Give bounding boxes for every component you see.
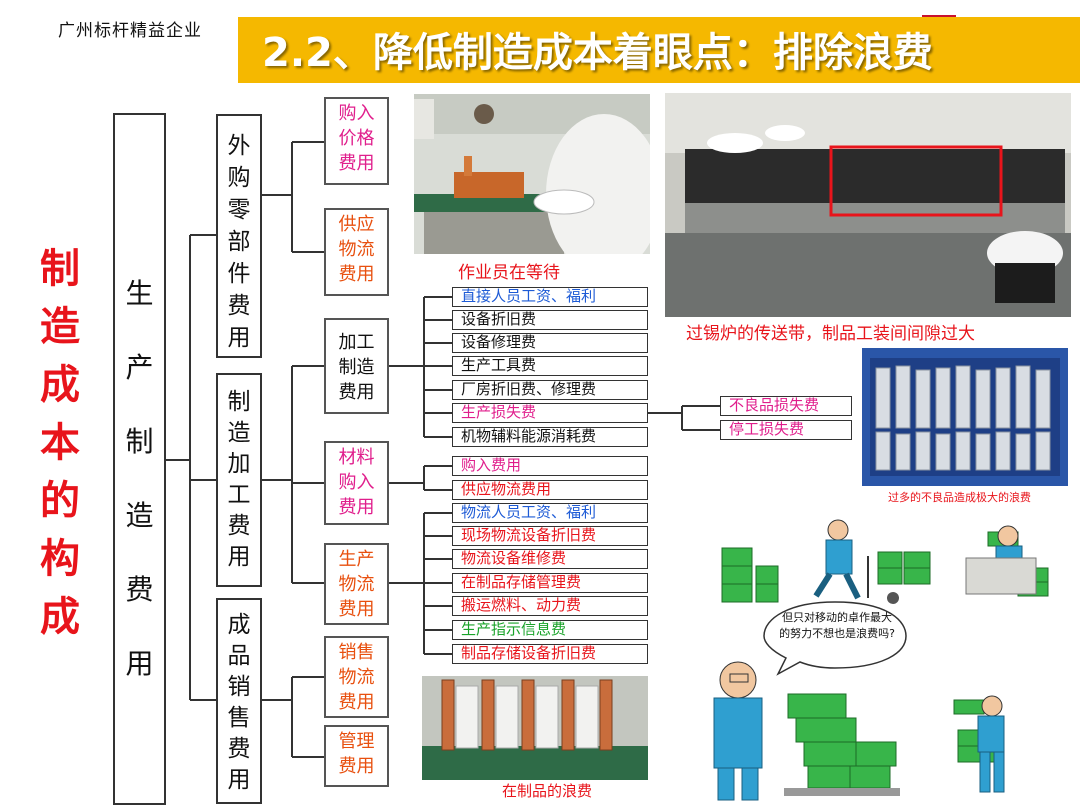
level1-label: 生产制造费用 — [115, 257, 164, 701]
level3-box-management: 管理费用 — [324, 725, 389, 787]
level2-box-purchase: 外购零部件费用 — [216, 114, 262, 358]
level3-box-materials: 材料购入费用 — [324, 441, 389, 525]
caption-wip: 在制品的浪费 — [502, 780, 592, 801]
company-name: 广州标杆精益企业 — [58, 16, 202, 41]
photo-worker-waiting — [414, 94, 650, 254]
caption-waiting: 作业员在等待 — [458, 258, 560, 283]
level2-label-manufacturing: 制造加工费用 — [218, 387, 260, 573]
cartoon-carrying-boxes — [718, 508, 1060, 608]
level3-box-sales-logistics: 销售物流费用 — [324, 636, 389, 718]
logistics-item: 制品存储设备折旧费 — [452, 644, 648, 664]
cartoon-thinking-worker — [696, 654, 1070, 804]
processing-item: 生产损失费 — [452, 403, 648, 423]
loss-item: 不良品损失费 — [720, 396, 852, 416]
processing-item: 设备修理费 — [452, 333, 648, 353]
logistics-item: 搬运燃料、动力费 — [452, 596, 648, 616]
loss-item: 停工损失费 — [720, 420, 852, 440]
logistics-item: 物流人员工资、福利 — [452, 503, 648, 523]
level1-box: 生产制造费用 — [113, 113, 166, 805]
logistics-item: 生产指示信息费 — [452, 620, 648, 640]
level3-box-processing: 加工制造费用 — [324, 318, 389, 414]
photo-wip — [422, 676, 648, 780]
level2-box-manufacturing: 制造加工费用 — [216, 373, 262, 587]
processing-item: 设备折旧费 — [452, 310, 648, 330]
level2-label-purchase: 外购零部件费用 — [218, 130, 260, 354]
level2-box-sales: 成品销售费用 — [216, 598, 262, 804]
processing-item: 生产工具费 — [452, 356, 648, 376]
logistics-item: 现场物流设备折旧费 — [452, 526, 648, 546]
photo-conveyor — [665, 93, 1071, 317]
level2-label-sales: 成品销售费用 — [218, 610, 260, 796]
processing-item: 厂房折旧费、修理费 — [452, 380, 648, 400]
speech-bubble-text: 但只对移动的卓作最大的努力不想也是浪费吗? — [778, 610, 896, 642]
diagram-root-title: 制造成本的构成 — [32, 240, 88, 646]
processing-item: 直接人员工资、福利 — [452, 287, 648, 307]
level3-box-supply-logistics: 供应物流费用 — [324, 208, 389, 296]
material-item: 购入费用 — [452, 456, 648, 476]
photo-defective-parts — [862, 348, 1068, 486]
material-item: 供应物流费用 — [452, 480, 648, 500]
caption-conveyor: 过锡炉的传送带，制品工装间间隙过大 — [686, 319, 975, 344]
caption-defects: 过多的不良品造成极大的浪费 — [888, 489, 1031, 505]
logistics-item: 在制品存储管理费 — [452, 573, 648, 593]
logistics-item: 物流设备维修费 — [452, 549, 648, 569]
slide-title: 2.2、降低制造成本着眼点：排除浪费 — [262, 20, 933, 78]
level3-box-production-logistics: 生产物流费用 — [324, 543, 389, 625]
level3-box-purchase-price: 购入价格费用 — [324, 97, 389, 185]
processing-item: 机物辅料能源消耗费 — [452, 427, 648, 447]
